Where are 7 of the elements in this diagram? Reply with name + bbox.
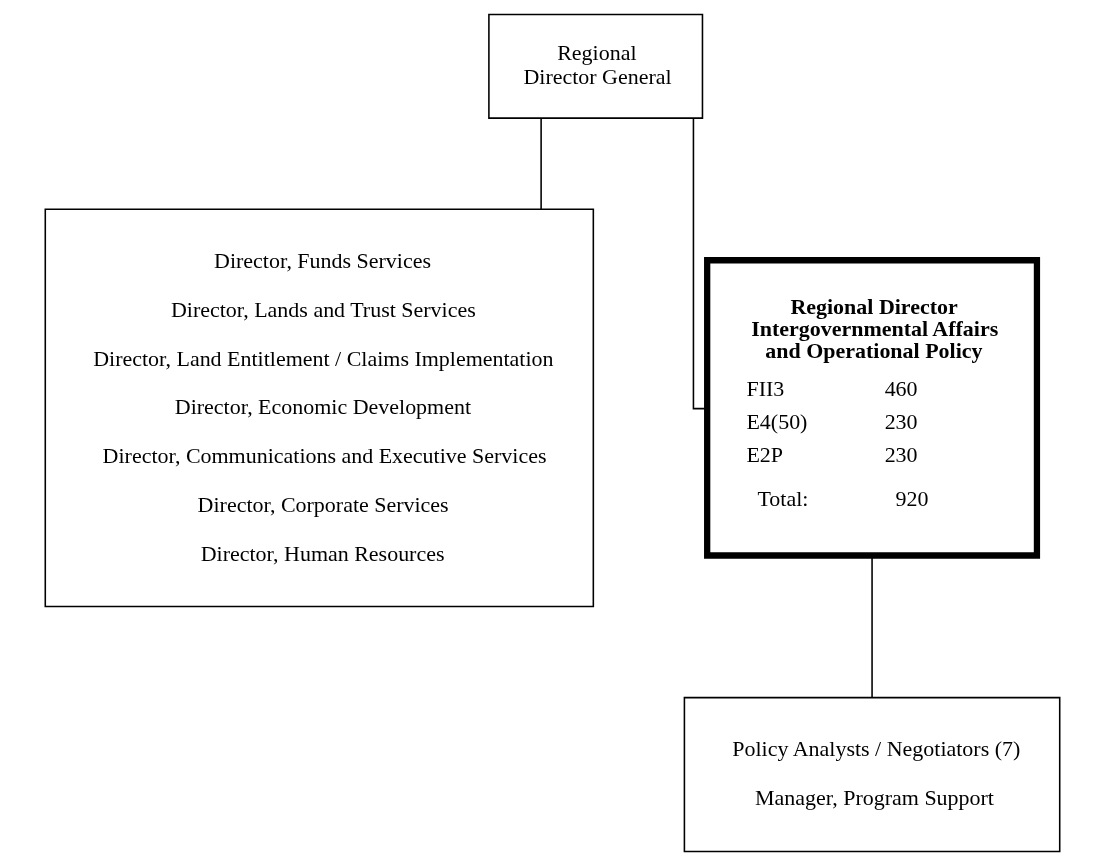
connector [692,117,708,410]
node-box: Regional Director General [488,13,704,119]
node-box: Policy Analysts / Negotiators (7) Manager, Program Support [683,696,1061,853]
connector [871,555,873,699]
node-box: Regional Director Intergovernmental Affairs and Operational Policy FII3 460 E4(50) 230 E2P 230 Total: 920 [704,257,1041,559]
node-box: Director, Funds Services Director, Lands and Trust Services Director, Land Entitlement / Claims Implementation Director, Economic Development Director, Communications and Executive Services Director, Corporate Services Director, Human Resources [44,208,595,608]
connector [540,117,542,210]
